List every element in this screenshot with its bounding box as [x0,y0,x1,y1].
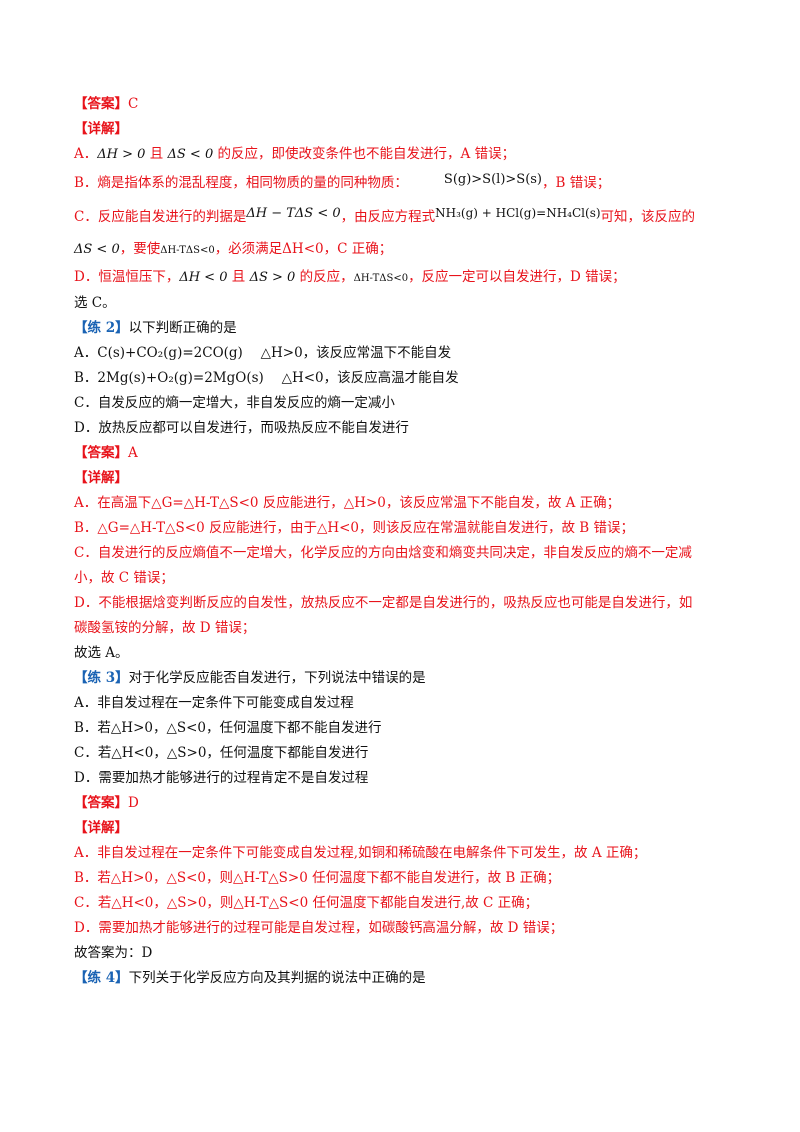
detail-c-prefix: C．反应能自发进行的判据是 [74,209,247,225]
formula-ds-positive: ΔS > 0 [249,270,296,285]
answer-line: 【答案】C [74,92,734,117]
formula-entropy-order: S(g)>S(l)>S(s) [443,172,543,187]
detail-c2-suffix: ，必须满足ΔH<0，C 正确； [214,241,393,257]
detail-d-mid2: 的反应， [295,269,354,285]
formula-ds-negative: ΔS < 0 [167,147,214,162]
detail-b-prefix: B．熵是指体系的混乱程度，相同物质的量的同种物质： [74,175,408,191]
answer-tag: 【答案】 [74,445,128,461]
formula-ds-negative-2: ΔS < 0 [74,242,120,257]
option-c: C．若△H<0，△S>0，任何温度下都能自发进行 [74,745,369,761]
answer-tag: 【答案】 [74,96,128,112]
detail-c-suffix: 可知，该反应的 [600,209,696,225]
detail-heading: 【详解】 [74,816,734,841]
document-page: 【答案】C 【详解】 A．ΔH > 0 且 ΔS < 0 的反应，即使改变条件也… [74,92,734,991]
detail-a-prefix: A． [74,146,98,162]
conclusion: 故答案为：D [74,945,153,961]
detail-heading: 【详解】 [74,466,734,491]
conclusion: 故选 A。 [74,645,129,661]
option-c: C．自发反应的熵一定增大，非自发反应的熵一定减小 [74,395,395,411]
detail-tag: 【详解】 [74,470,128,486]
detail-a: A．ΔH > 0 且 ΔS < 0 的反应，即使改变条件也不能自发进行，A 错误… [74,142,734,167]
answer-value: D [128,795,139,811]
detail-c2-mid: ，要使 [119,241,161,257]
detail-tag: 【详解】 [74,121,128,137]
conclusion: 选 C。 [74,295,116,311]
option-d: D．需要加热才能够进行的过程肯定不是自发过程 [74,770,369,786]
answer-value: C [128,96,139,112]
question-text: 下列关于化学反应方向及其判据的说法中正确的是 [128,970,426,986]
detail-a-mid: 且 [145,146,168,162]
question-tag: 【练 4】 [74,970,129,986]
detail-b: B．△G=△H-T△S<0 反应能进行，由于△H<0，则该反应在常温就能自发进行… [74,520,635,536]
detail-d: D．不能根据焓变判断反应的自发性，放热反应不一定都是自发进行的，吸热反应也可能是… [74,595,693,611]
detail-d-prefix: D．恒温恒压下， [74,269,180,285]
detail-d-mid: 且 [227,269,250,285]
detail-c: C．自发进行的反应熵值不一定增大，化学反应的方向由焓变和熵变共同决定，非自发反应… [74,545,692,561]
detail-c-cont: 小，故 C 错误； [74,570,174,586]
detail-b-suffix: ，B 错误； [542,175,611,191]
detail-b: B．若△H>0，△S<0，则△H-T△S>0 任何温度下都不能自发进行，故 B … [74,870,561,886]
formula-reaction: NH₃(g) + HCl(g)=NH₄Cl(s) [435,206,601,220]
option-b: B．若△H>0，△S<0，任何温度下都不能自发进行 [74,720,382,736]
question-stem: 【练 2】以下判断正确的是 [74,316,734,341]
detail-tag: 【详解】 [74,820,128,836]
detail-heading: 【详解】 [74,117,734,142]
question-text: 以下判断正确的是 [128,320,237,336]
formula-criterion: ΔH − TΔS < 0 [246,206,341,221]
answer-line: 【答案】D [74,791,734,816]
detail-c: C．若△H<0，△S>0，则△H-T△S<0 任何温度下都能自发进行,故 C 正… [74,895,539,911]
question-tag: 【练 2】 [74,320,129,336]
formula-criterion-small: ΔH-TΔS<0 [160,245,215,256]
answer-line: 【答案】A [74,441,734,466]
detail-c: C．反应能自发进行的判据是ΔH − TΔS < 0，由反应方程式NH₃(g) +… [74,199,734,235]
option-a: A．非自发过程在一定条件下可能变成自发过程 [74,695,354,711]
formula-criterion-small-2: ΔH-TΔS<0 [353,273,409,284]
detail-a-suffix: 的反应，即使改变条件也不能自发进行，A 错误； [213,146,516,162]
formula-dh-positive: ΔH > 0 [97,147,146,162]
detail-d-suffix: ，反应一定可以自发进行，D 错误； [408,269,626,285]
detail-d-cont: 碳酸氢铵的分解，故 D 错误； [74,620,256,636]
formula-dh-negative: ΔH < 0 [179,270,228,285]
detail-a: A．非自发过程在一定条件下可能变成自发过程,如铜和稀硫酸在电解条件下可发生，故 … [74,845,647,861]
detail-c-mid: ，由反应方程式 [340,209,436,225]
answer-tag: 【答案】 [74,795,128,811]
detail-a: A．在高温下△G=△H-T△S<0 反应能进行，△H>0，该反应常温下不能自发，… [74,495,621,511]
detail-d: D．恒温恒压下，ΔH < 0 且 ΔS > 0 的反应，ΔH-TΔS<0，反应一… [74,263,734,291]
question-stem: 【练 4】下列关于化学反应方向及其判据的说法中正确的是 [74,966,734,991]
question-text: 对于化学反应能否自发进行，下列说法中错误的是 [128,670,426,686]
question-stem: 【练 3】对于化学反应能否自发进行，下列说法中错误的是 [74,666,734,691]
option-a: A．C(s)+CO₂(g)=2CO(g) △H>0，该反应常温下不能自发 [74,345,452,361]
option-d: D．放热反应都可以自发进行，而吸热反应不能自发进行 [74,420,409,436]
detail-c2: ΔS < 0，要使ΔH-TΔS<0，必须满足ΔH<0，C 正确； [74,235,734,263]
question-tag: 【练 3】 [74,670,129,686]
option-b: B．2Mg(s)+O₂(g)=2MgO(s) △H<0，该反应高温才能自发 [74,370,459,386]
answer-value: A [128,445,138,461]
detail-d: D．需要加热才能够进行的过程可能是自发过程，如碳酸钙高温分解，故 D 错误； [74,920,564,936]
detail-b: B．熵是指体系的混乱程度，相同物质的量的同种物质： S(g)>S(l)>S(s)，… [74,167,734,199]
